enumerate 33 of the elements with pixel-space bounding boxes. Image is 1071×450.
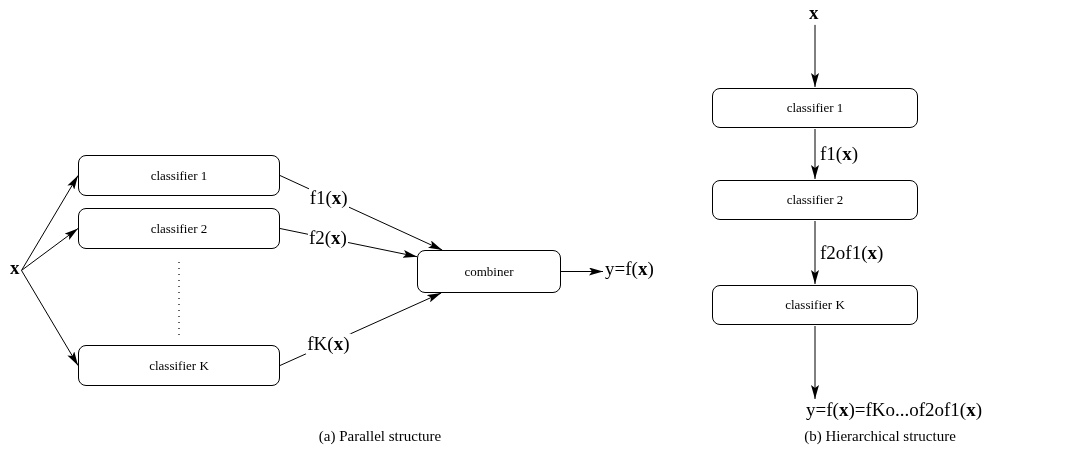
arrow — [811, 220, 819, 285]
output-formula: y=f(x) — [605, 259, 654, 280]
box-label: classifier K — [149, 357, 209, 374]
input-variable: x — [809, 3, 819, 24]
arrow — [811, 325, 819, 400]
process-box — [712, 285, 918, 325]
arrow — [21, 175, 79, 271]
box-label: classifier 1 — [786, 100, 844, 116]
box-label: classifier 2 — [150, 220, 208, 237]
arrow — [811, 128, 819, 180]
box-label: classifier 2 — [786, 192, 844, 208]
process-box — [78, 155, 280, 196]
process-box — [417, 250, 561, 293]
arrow — [21, 269, 79, 366]
edge-label: f2of1(x) — [819, 242, 885, 263]
output-formula: y=f(x)=fKo...of2of1(x) — [806, 400, 983, 421]
subfigure-caption: (a) Parallel structure — [318, 428, 442, 445]
edge-label: f2(x) — [307, 227, 348, 249]
process-box — [712, 180, 918, 220]
process-box — [712, 88, 918, 128]
box-label: classifier K — [785, 297, 845, 313]
edge-label: f1(x) — [819, 143, 859, 165]
subfigure-caption: (b) Hierarchical structure — [804, 428, 956, 445]
box-label: combiner — [464, 263, 514, 280]
process-box — [78, 345, 280, 386]
arrow — [811, 24, 819, 88]
input-variable: x — [10, 258, 20, 279]
edge-label: fK(x) — [306, 333, 351, 355]
process-box — [78, 208, 280, 249]
box-label: classifier 1 — [150, 167, 208, 184]
arrow — [21, 228, 79, 271]
arrow — [560, 267, 604, 276]
edge-label: f1(x) — [308, 187, 349, 209]
